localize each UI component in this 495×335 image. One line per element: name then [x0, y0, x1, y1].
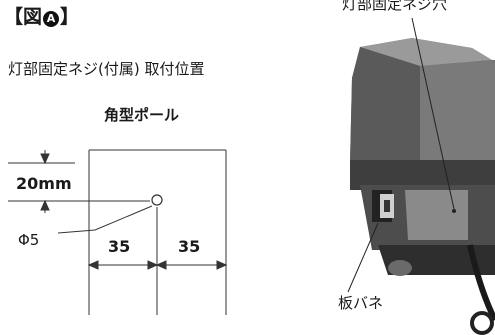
lamp-photo: [350, 38, 495, 335]
height-dimension-arrows: [40, 150, 50, 213]
height-dimension-label: 20mm: [16, 174, 72, 193]
figure-badge: A: [43, 11, 60, 27]
bracket-open: 【: [4, 6, 24, 28]
right-width-label: 35: [178, 237, 201, 256]
bracket-close: 】: [60, 6, 80, 28]
figure-prefix: 図: [23, 6, 43, 28]
pole-outline: [88, 149, 227, 315]
width-dimension-arrows: [87, 260, 228, 270]
left-width-label: 35: [108, 237, 131, 256]
screw-hole-label: 灯部固定ネジ穴: [342, 0, 448, 13]
spring-label: 板バネ: [338, 294, 384, 312]
spring-leader: [347, 222, 379, 293]
hole-diameter-label: Φ5: [18, 231, 40, 249]
figure-subtitle: 灯部固定ネジ(付属) 取付位置: [8, 60, 205, 78]
hole-leader-line: [57, 205, 153, 234]
screw-hole-leader: [411, 17, 455, 210]
pole-title: 角型ポール: [104, 106, 180, 124]
screw-hole: [151, 194, 163, 206]
